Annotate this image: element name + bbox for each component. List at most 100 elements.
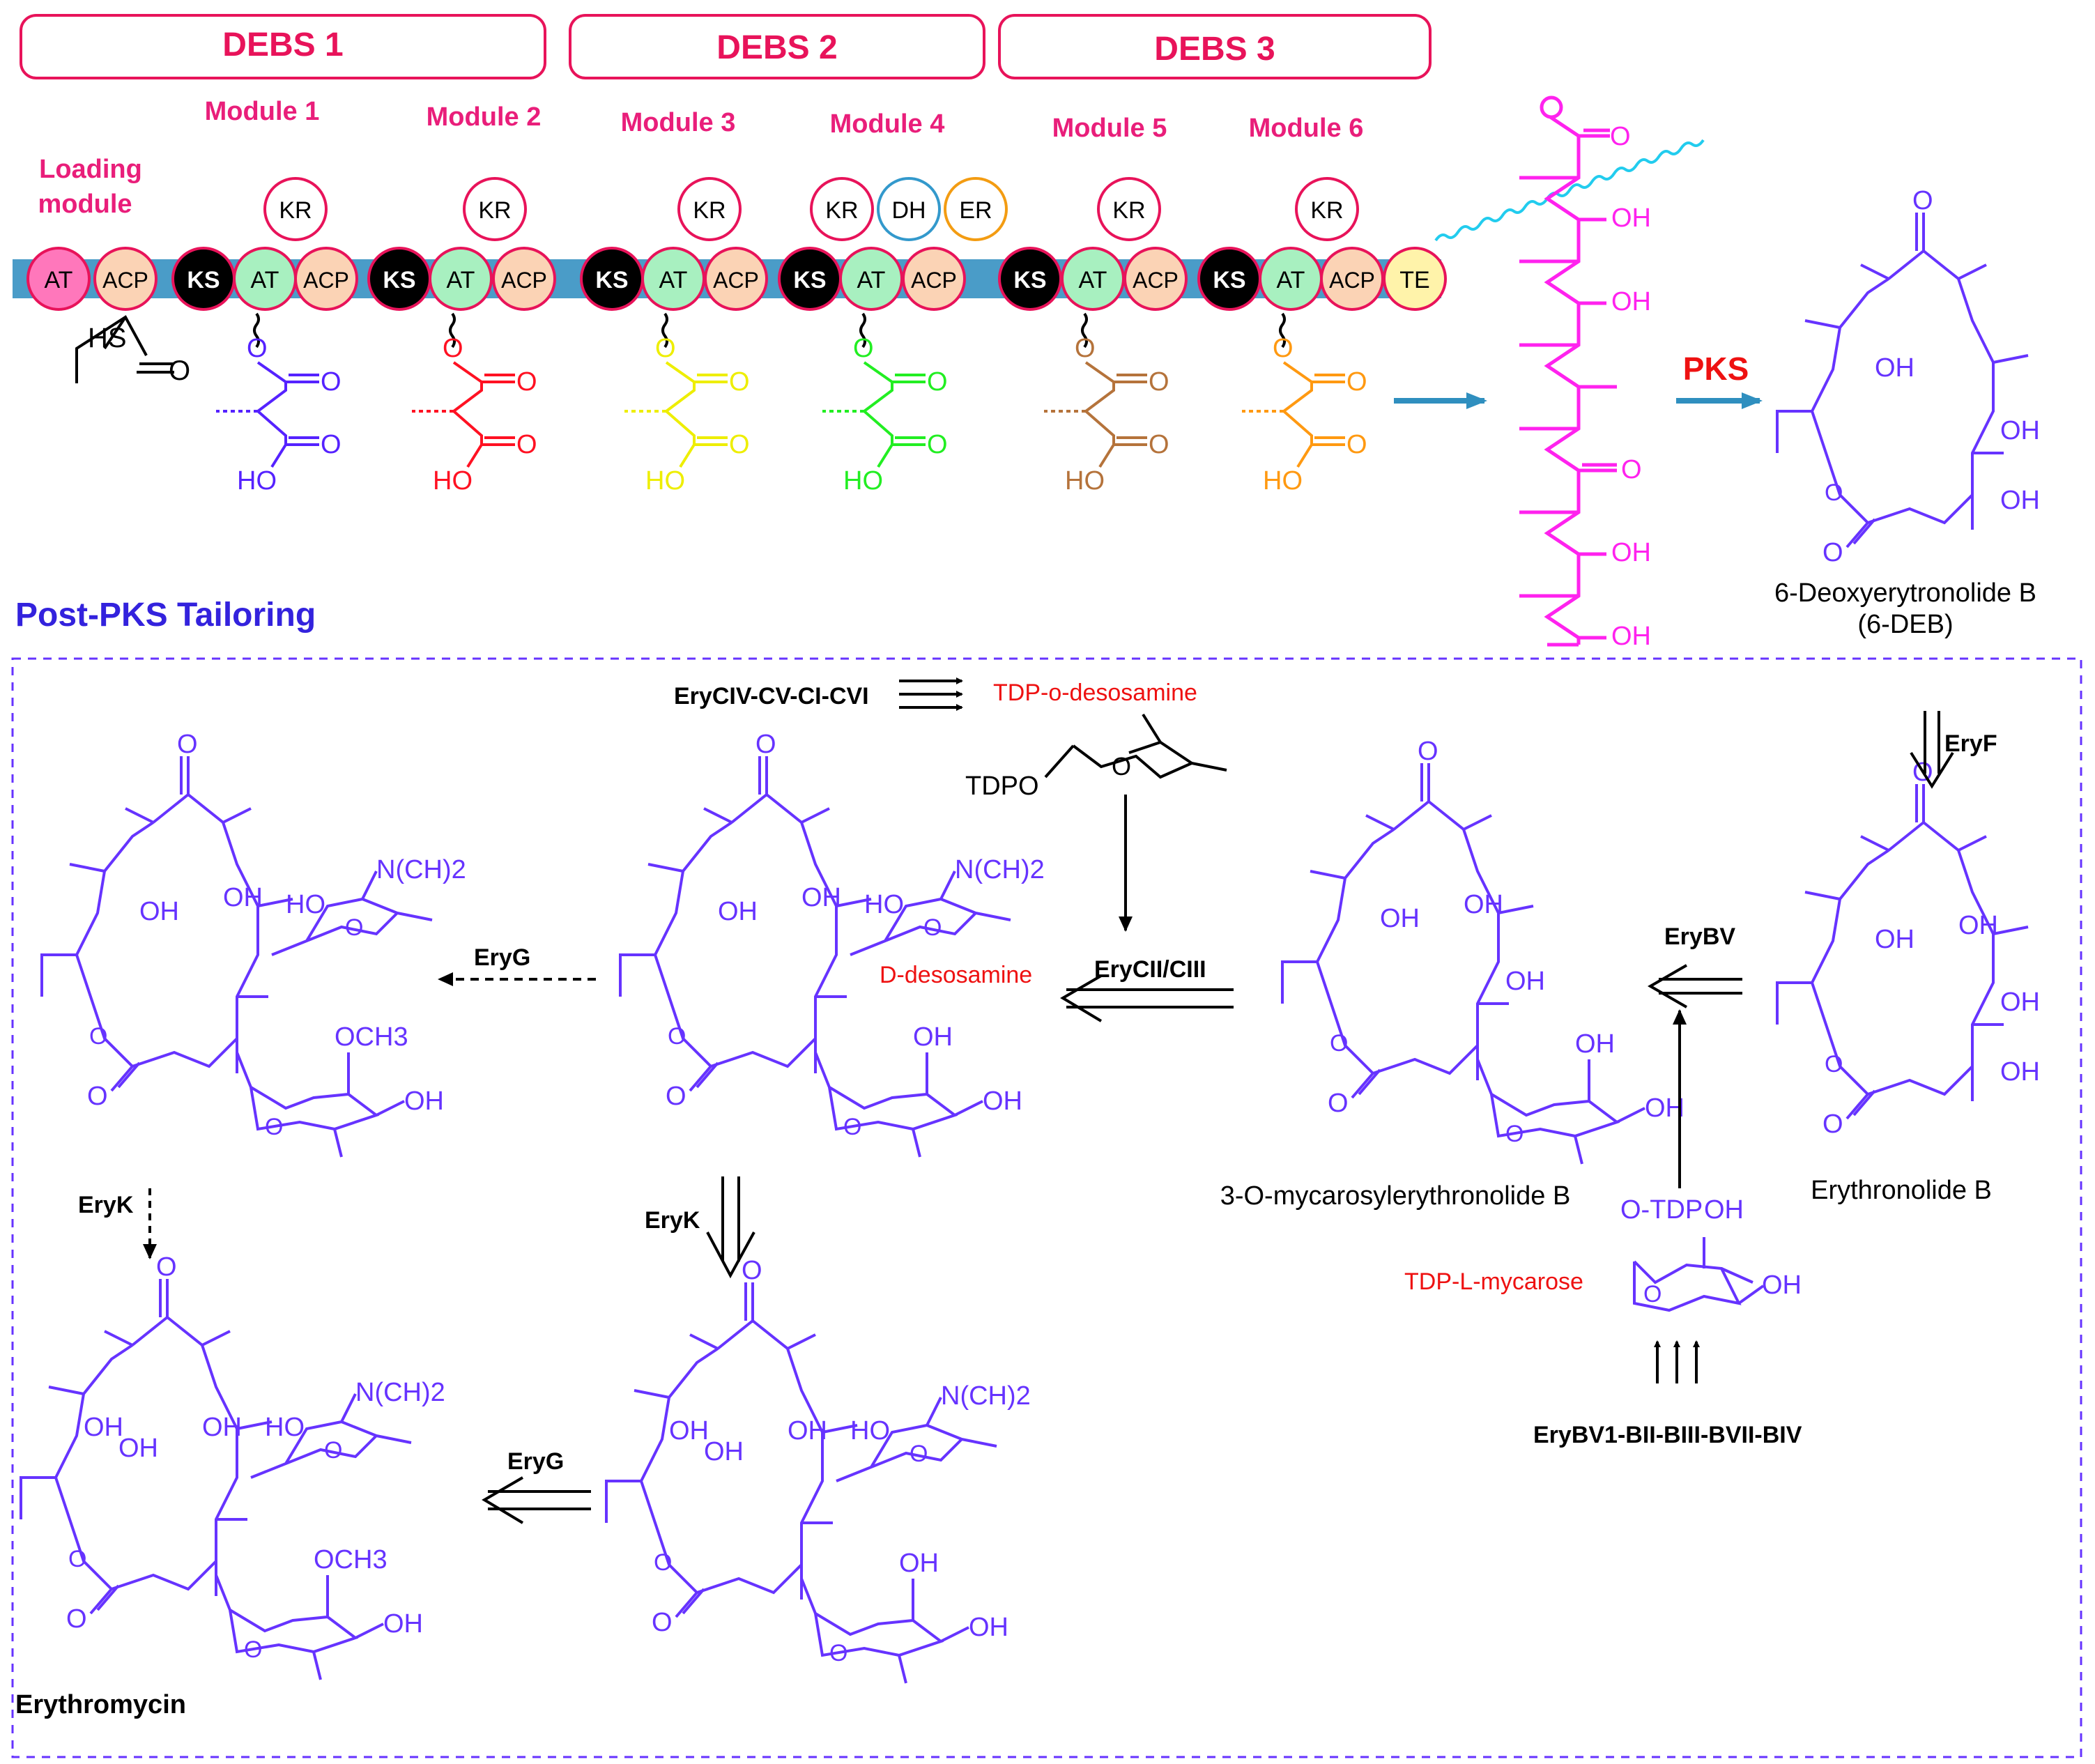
domain-acp-label: ACP [1329,268,1375,293]
svg-text:O: O [1912,186,1933,215]
loading-module-label-2: module [38,190,132,219]
svg-text:HO: HO [237,466,277,496]
svg-text:OH: OH [1505,967,1545,996]
debs-header: DEBS 1 DEBS 2 DEBS 3 [20,14,1432,79]
domain-kr: KR [263,177,328,241]
enzyme-eryciv: EryCIV-CV-CI-CVI [674,683,869,710]
svg-text:O: O [1418,737,1438,766]
ester-link-wavy [1434,139,1705,242]
svg-text:O: O [853,334,874,363]
domain-at: AT [839,247,903,311]
svg-text:O: O [668,1023,686,1050]
svg-text:O: O [923,914,942,941]
svg-text:OCH3: OCH3 [335,1022,408,1052]
domain-kr: KR [463,177,527,241]
domain-acp-label: ACP [303,268,349,293]
svg-text:OH: OH [2000,416,2040,445]
tdp-desosamine-structure: O TDPO [965,713,1227,801]
svg-text:HO: HO [286,890,325,919]
svg-text:HO: HO [1263,466,1303,496]
enzyme-eryf: EryF [1944,730,1997,757]
tdp-mycarose-structure: O-TDP OH OH O [1620,1195,1802,1312]
module5-label: Module 5 [1052,114,1167,143]
svg-text:O: O [321,367,342,397]
domain-ks-label: KS [1013,267,1046,293]
svg-text:OH: OH [1645,1094,1685,1123]
svg-text:O: O [843,1114,861,1140]
svg-text:OH: OH [404,1087,444,1116]
svg-text:HO: HO [1065,466,1105,496]
debs2-box [569,14,985,79]
svg-text:O: O [742,1256,762,1285]
svg-text:O: O [666,1082,686,1111]
module3-label: Module 3 [621,108,736,137]
domain-ks: KS [998,247,1062,311]
domain-acp-label: ACP [1133,268,1179,293]
svg-text:O: O [729,367,750,397]
svg-text:O: O [1075,334,1096,363]
domain-kr-label: KR [279,197,312,224]
svg-text:OH: OH [383,1609,423,1639]
svg-text:O: O [1825,1051,1843,1077]
linear-chain-labels: O OH OH O OH OH [1610,122,1651,651]
domain-lat-label: AT [45,267,73,293]
svg-text:O: O [321,430,342,459]
debs3-label: DEBS 3 [1154,31,1275,68]
debs2-label: DEBS 2 [716,29,837,66]
domain-at-label: AT [659,267,688,293]
domain-te-label: TE [1399,267,1429,293]
post-pks-title: Post-PKS Tailoring [15,597,316,634]
domain-acp: ACP [704,247,768,311]
svg-text:O: O [177,730,198,759]
svg-text:N(CH)2: N(CH)2 [941,1381,1031,1411]
svg-text:OH: OH [1611,622,1651,651]
svg-text:OH: OH [801,883,841,912]
svg-text:O: O [1822,1110,1843,1139]
starter-unit: HS O [75,315,190,386]
svg-text:N(CH)2: N(CH)2 [376,855,466,884]
domain-ks-label: KS [187,267,220,293]
domain-at-label: AT [857,267,886,293]
svg-text:OCH3: OCH3 [314,1545,387,1574]
svg-text:OH: OH [1611,204,1651,233]
svg-text:O: O [654,1549,672,1576]
domain-acp: ACP [294,247,358,311]
tdp-mycarose-label: TDP-L-mycarose [1404,1268,1583,1295]
svg-text:O-TDP: O-TDP [1620,1195,1703,1225]
domain-at-label: AT [1079,267,1107,293]
svg-text:O: O [516,430,537,459]
svg-text:HO: HO [433,466,473,496]
svg-text:OH: OH [1875,353,1914,383]
domain-kr-label: KR [478,197,511,224]
svg-text:OH: OH [1380,904,1420,933]
svg-text:O: O [655,334,676,363]
domain-acp: ACP [1123,247,1188,311]
enzyme-eryk1: EryK [78,1192,134,1218]
svg-text:O: O [1346,367,1367,397]
domain-at-label: AT [251,267,279,293]
svg-text:OH: OH [202,1413,242,1442]
domain-acp: ACP [902,247,966,311]
pks-label: PKS [1683,351,1749,387]
svg-text:O: O [1346,430,1367,459]
domain-at: AT [1259,247,1323,311]
svg-text:OH: OH [1575,1029,1615,1059]
module1-label: Module 1 [205,97,320,126]
domain-ks: KS [580,247,644,311]
erythronolide-b-label: Erythronolide B [1811,1176,1992,1205]
domain-acp: ACP [1320,247,1384,311]
domain-ks-label: KS [793,267,826,293]
svg-text:O: O [89,1023,107,1050]
module6-label: Module 6 [1249,114,1364,143]
deb-abbr: (6-DEB) [1857,610,1953,639]
svg-text:OH: OH [1958,911,1998,940]
svg-text:O: O [156,1252,177,1282]
